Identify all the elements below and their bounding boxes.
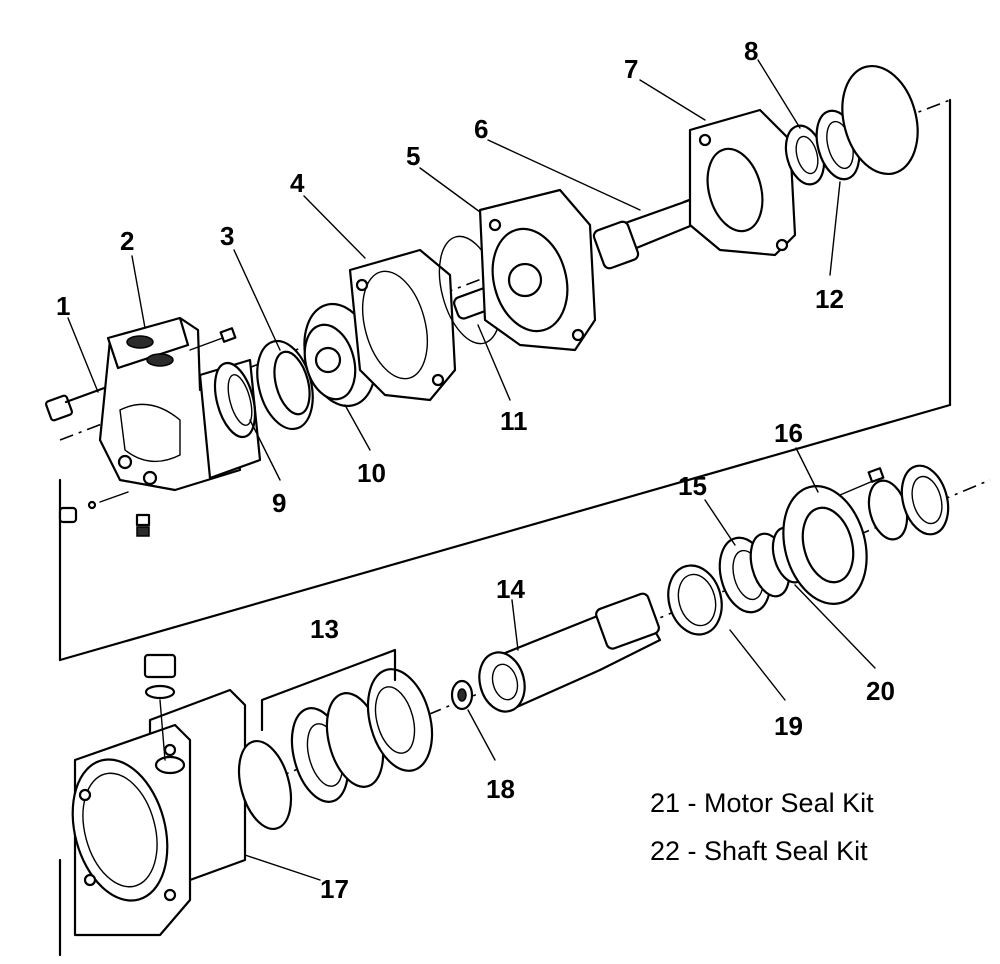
part-18-washer [450, 679, 474, 711]
callout-19: 19 [774, 711, 803, 741]
callout-20: 20 [866, 676, 895, 706]
callout-15: 15 [678, 471, 707, 501]
part-plug [143, 653, 177, 761]
callout-13: 13 [310, 614, 339, 644]
callout-2: 2 [120, 226, 134, 256]
part-13-bearing-set [237, 648, 434, 831]
part-19-ring [667, 564, 723, 636]
part-14-shaft [478, 592, 662, 713]
callout-17: 17 [320, 874, 349, 904]
callout-11: 11 [500, 406, 528, 436]
callout-9: 9 [272, 488, 286, 518]
leader-lines [67, 59, 876, 881]
callout-18: 18 [486, 774, 515, 804]
part-7-end-cap [688, 108, 797, 257]
part-4-plate [348, 248, 457, 402]
part-17-bearing-housing [71, 688, 247, 937]
callout-6: 6 [474, 114, 488, 144]
callout-12: 12 [815, 284, 844, 314]
part-end-rings [867, 464, 950, 541]
callout-16: 16 [774, 418, 803, 448]
small-parts-plugs [58, 327, 237, 537]
callout-14: 14 [496, 574, 525, 604]
part-15-bearing [718, 532, 791, 614]
callout-3: 3 [220, 221, 234, 251]
part-5-housing [478, 188, 597, 352]
part-10-gerotor [303, 302, 377, 408]
callout-10: 10 [357, 458, 386, 488]
part-9-seal [213, 361, 257, 439]
part-6-shaft [592, 198, 702, 270]
callout-1: 1 [56, 291, 70, 321]
kit-shaft-seal: 22 - Shaft Seal Kit [650, 836, 868, 866]
callout-5: 5 [406, 141, 420, 171]
part-top-seal-disc [841, 64, 919, 176]
callout-8: 8 [744, 36, 758, 66]
kit-motor-seal: 21 - Motor Seal Kit [650, 788, 874, 818]
callout-7: 7 [624, 54, 638, 84]
part-16-flange [782, 467, 885, 605]
part-2-port-housing [98, 316, 262, 492]
callout-4: 4 [290, 168, 305, 198]
